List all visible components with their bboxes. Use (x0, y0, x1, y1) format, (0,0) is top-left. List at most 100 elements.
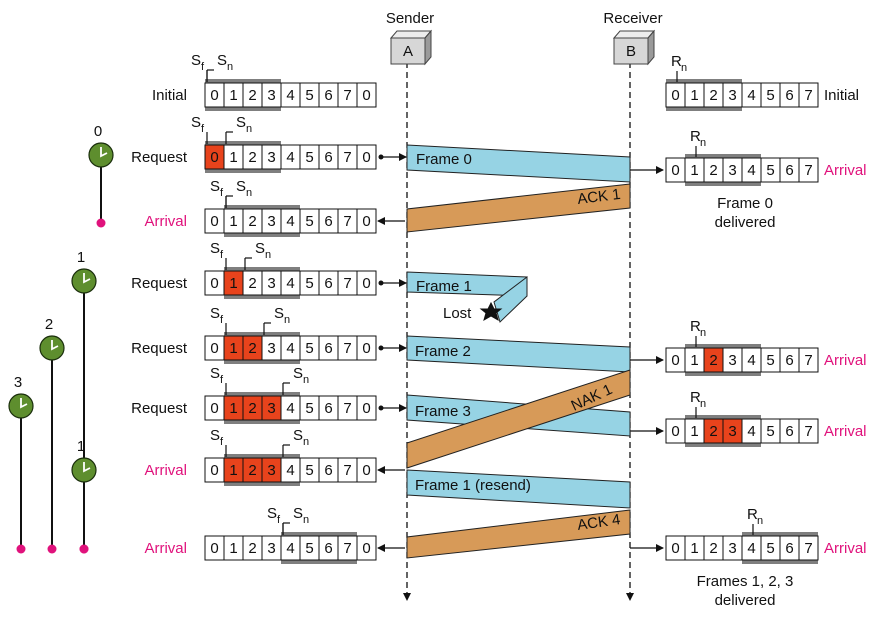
seq-number: 3 (267, 462, 275, 479)
frame-1-resend-band (406, 469, 631, 509)
frame-1-resend-label: Frame 1 (resend) (415, 477, 531, 494)
timer-hands (100, 147, 108, 158)
sender-row-label: Arrival (144, 213, 187, 230)
window-bar-top (224, 267, 300, 271)
ack-1-band (406, 183, 631, 233)
sender-row-label: Request (131, 149, 188, 166)
seq-number: 7 (343, 87, 351, 104)
rn-variable-letter: R (690, 318, 701, 335)
seq-number: 3 (728, 87, 736, 104)
sf-variable-letter: S (267, 505, 277, 522)
timer-hands (83, 273, 91, 284)
sender-row-label: Arrival (144, 540, 187, 557)
seq-number: 3 (728, 352, 736, 369)
window-bar-top (224, 332, 300, 336)
seq-number: 0 (362, 213, 370, 230)
sf-variable-subscript: f (220, 436, 224, 448)
seq-number: 5 (305, 540, 313, 557)
sn-variable-letter: S (236, 114, 246, 131)
delivered-note: Frame 0 (717, 195, 773, 212)
seq-number: 4 (747, 87, 755, 104)
seq-number: 5 (305, 340, 313, 357)
seq-number: 7 (343, 149, 351, 166)
window-bar-top (205, 79, 281, 83)
sf-variable-letter: S (210, 427, 220, 444)
seq-number: 2 (248, 275, 256, 292)
seq-number: 5 (766, 162, 774, 179)
rn-variable-subscript: n (681, 62, 687, 74)
sf-variable-subscript: f (220, 187, 224, 199)
receiver-row-label: Arrival (824, 540, 867, 557)
receiver-station-title: Receiver (603, 10, 662, 27)
timer-hands (20, 398, 28, 409)
seq-number: 2 (248, 540, 256, 557)
seq-number: 4 (286, 462, 294, 479)
window-bar-bottom (685, 182, 761, 186)
seq-number: 4 (747, 540, 755, 557)
seq-cell (798, 418, 819, 444)
sn-variable-subscript: n (246, 123, 252, 135)
seq-number: 6 (324, 400, 332, 417)
seq-cell (798, 82, 819, 108)
seq-cell (356, 535, 377, 561)
seq-number: 5 (305, 275, 313, 292)
sf-variable-letter: S (191, 114, 201, 131)
frame-2-label: Frame 2 (415, 343, 471, 360)
timer-frame-3: 3 (8, 374, 34, 554)
sn-variable-subscript: n (303, 374, 309, 386)
seq-cell (356, 457, 377, 483)
seq-number: 7 (804, 87, 812, 104)
seq-cell (798, 157, 819, 183)
seq-number: 2 (709, 162, 717, 179)
seq-number: 2 (709, 87, 717, 104)
seq-number: 1 (229, 275, 237, 292)
seq-cell (356, 270, 377, 296)
seq-number: 6 (785, 423, 793, 440)
seq-number: 5 (305, 462, 313, 479)
seq-number: 0 (362, 87, 370, 104)
seq-number: 7 (343, 462, 351, 479)
seq-number: 1 (690, 352, 698, 369)
seq-number: 0 (362, 540, 370, 557)
seq-number: 1 (229, 149, 237, 166)
timer-hands (51, 340, 59, 351)
seq-number: 6 (785, 540, 793, 557)
window-bar-top (685, 344, 761, 348)
seq-number: 0 (362, 149, 370, 166)
seq-number: 0 (210, 400, 218, 417)
seq-cell (356, 82, 377, 108)
seq-number: 0 (210, 462, 218, 479)
seq-number: 6 (785, 352, 793, 369)
timer-frame-0: 0 (88, 123, 114, 228)
sf-variable-letter: S (210, 365, 220, 382)
sender-station-title: Sender (386, 10, 434, 27)
seq-number: 6 (785, 87, 793, 104)
nak-1-band (406, 369, 631, 469)
timer-frame-0-label: 0 (94, 123, 102, 140)
seq-number: 4 (286, 87, 294, 104)
seq-number: 2 (248, 462, 256, 479)
sn-variable-letter: S (236, 178, 246, 195)
sn-variable-letter: S (217, 52, 227, 69)
rn-variable-subscript: n (757, 515, 763, 527)
seq-number: 4 (286, 540, 294, 557)
ack-4-label: ACK 4 (576, 511, 621, 534)
seq-cell (798, 535, 819, 561)
seq-number: 1 (229, 400, 237, 417)
seq-number: 1 (229, 213, 237, 230)
receiver-row-label: Arrival (824, 162, 867, 179)
seq-number: 2 (709, 352, 717, 369)
